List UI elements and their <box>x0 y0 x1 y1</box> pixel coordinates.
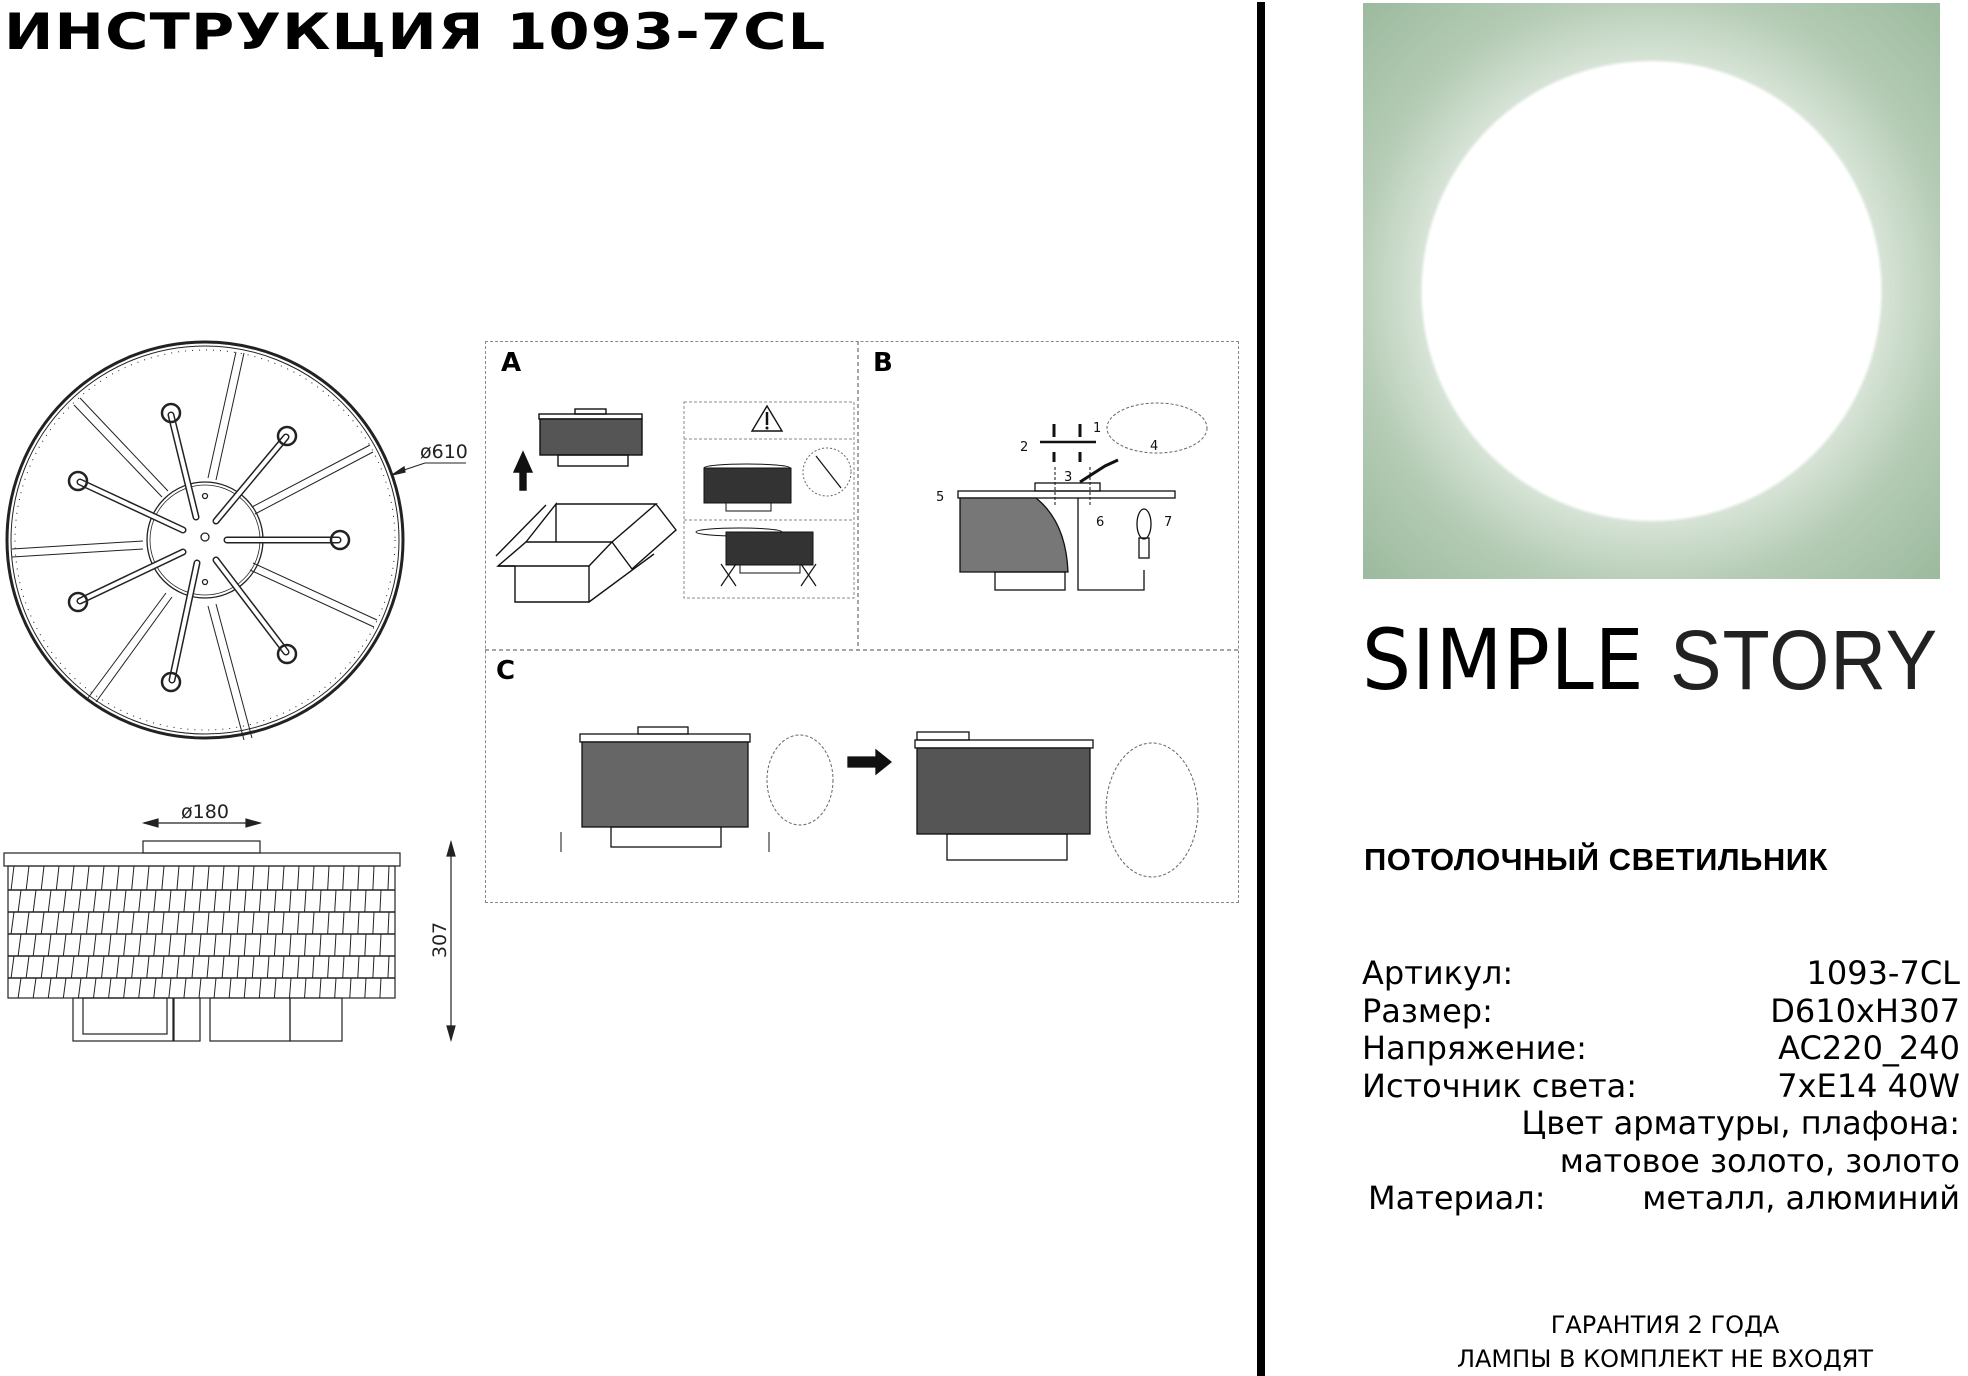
brand-logo: SIMPLE STORY <box>1362 612 1938 708</box>
step-3: 3 <box>1064 470 1072 485</box>
panel-b: B 1 2 3 <box>860 342 1240 651</box>
step-6: 6 <box>1096 515 1104 530</box>
step-2: 2 <box>1020 440 1028 455</box>
document-title: ИНСТРУКЦИЯ 1093-7CL <box>4 3 827 61</box>
diameter-610-label: ø610 <box>420 441 468 463</box>
spec-row-size: Размер: D610xH307 <box>1362 991 1960 1031</box>
footer-notes: ГАРАНТИЯ 2 ГОДА ЛАМПЫ В КОМПЛЕКТ НЕ ВХОД… <box>1380 1308 1950 1376</box>
warranty-note: ГАРАНТИЯ 2 ГОДА <box>1550 1311 1780 1339</box>
spec-value: 7xE14 40W <box>1777 1066 1960 1105</box>
spec-label: Напряжение: <box>1362 1029 1587 1067</box>
spec-table: Артикул: 1093-7CL Размер: D610xH307 Напр… <box>1362 954 1960 1218</box>
height-307-label: 307 <box>429 922 451 958</box>
brand-part-1: SIMPLE <box>1362 611 1645 709</box>
shade-adjustment-illustration <box>560 726 1199 878</box>
product-type: ПОТОЛОЧНЫЙ СВЕТИЛЬНИК <box>1364 842 1828 877</box>
step-5: 5 <box>936 490 944 505</box>
spec-label: Размер: <box>1362 991 1493 1030</box>
spec-value: AC220_240 <box>1778 1029 1960 1067</box>
brand-part-2: STORY <box>1670 613 1939 707</box>
step-4: 4 <box>1150 439 1158 454</box>
spec-label: Источник света: <box>1362 1066 1638 1105</box>
panel-a: A <box>486 342 859 651</box>
spec-value: D610xH307 <box>1770 991 1960 1030</box>
panel-c: C <box>486 652 1240 904</box>
spec-value: 1093-7CL <box>1806 954 1960 992</box>
spec-row-light-source: Источник света: 7xE14 40W <box>1362 1066 1960 1106</box>
panel-a-label: A <box>501 348 522 378</box>
step-1: 1 <box>1093 421 1101 436</box>
product-hero-image <box>1363 3 1940 579</box>
lamps-not-included-note: ЛАМПЫ В КОМПЛЕКТ НЕ ВХОДЯТ <box>1456 1345 1874 1373</box>
panel-b-label: B <box>873 348 893 378</box>
spec-label: Материал: <box>1368 1179 1546 1217</box>
mounting-illustration: 1 2 3 4 5 6 7 <box>936 402 1208 591</box>
step-7: 7 <box>1164 515 1172 530</box>
instruction-panels: A <box>485 341 1239 903</box>
unpacking-illustration <box>495 401 855 603</box>
side-view-drawing: ø180 307 <box>3 801 456 1043</box>
spec-row-material: Материал: металл, алюминий <box>1362 1179 1960 1218</box>
spec-row-article: Артикул: 1093-7CL <box>1362 954 1960 993</box>
spec-row-voltage: Напряжение: AC220_240 <box>1362 1029 1960 1068</box>
spec-value: матовое золото, золото <box>1559 1141 1960 1180</box>
top-view-drawing: ø610 <box>5 340 468 741</box>
spec-label: Артикул: <box>1362 954 1514 992</box>
spec-row-color: Цвет арматуры, плафона: матовое золото, … <box>1362 1104 1960 1180</box>
spec-label: Цвет арматуры, плафона: <box>1521 1104 1960 1142</box>
warning-triangle-icon <box>750 404 784 432</box>
diameter-180-label: ø180 <box>181 801 229 823</box>
vertical-divider <box>1257 2 1265 1376</box>
panel-c-label: C <box>496 656 516 686</box>
spec-value: металл, алюминий <box>1642 1179 1960 1217</box>
